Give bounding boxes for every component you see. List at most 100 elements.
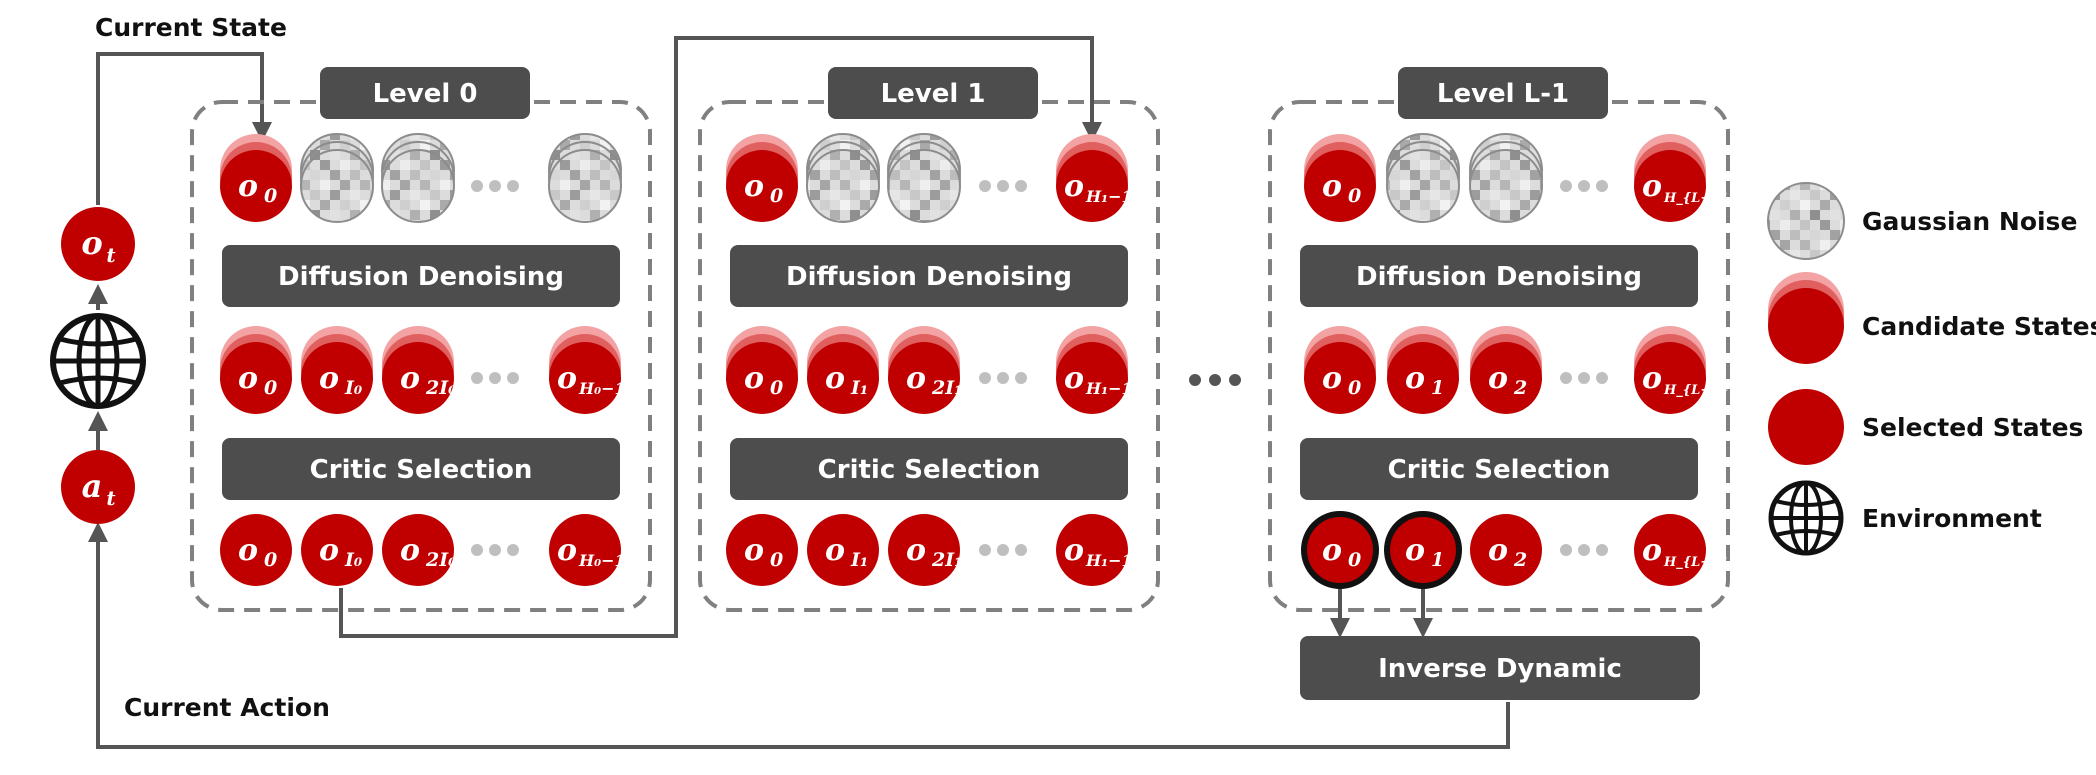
state-symbol: o [557,361,577,396]
state-circle [1056,150,1128,222]
state-subscript: 2I₀ [425,377,457,399]
ellipsis-dot [1015,544,1027,556]
level-title-box [320,67,530,119]
flow-lines [88,36,1510,749]
level-title: Level 1 [828,67,1038,119]
gaussian-noise-icon [381,133,455,223]
state-subscript: 1 [1431,377,1444,399]
ellipsis-dot [1560,180,1572,192]
critic-selection-bar-box [222,438,620,500]
state-subscript: 0 [1348,549,1361,571]
state-subscript: I₀ [344,549,363,571]
ellipsis-dot [489,180,501,192]
ellipsis-dot [1015,372,1027,384]
gaussian-noise-icon [806,133,880,223]
row-ellipsis [979,180,1027,192]
state-circle [1056,342,1128,414]
ellipsis-dot [471,180,483,192]
globe-icon [1768,480,1844,556]
state-circle [220,342,292,414]
noise-layer [1469,149,1543,223]
row-ellipsis [979,372,1027,384]
selected-states-icon [1768,389,1844,465]
action-symbol: a [82,467,103,505]
state-symbol: o [1405,533,1425,568]
state-circle [549,342,621,414]
state-circle [1384,511,1462,589]
legend-item: Environment [1768,480,2042,556]
ellipsis-dot [489,544,501,556]
state-circle [1634,514,1706,586]
state-symbol: o [1405,361,1425,396]
row-ellipsis [471,372,519,384]
noise-layer [1386,149,1460,223]
level-title-label: Level 0 [373,79,478,109]
state-symbol: o [1322,169,1342,204]
state-subscript: H₁−1 [1085,379,1133,398]
levels-ellipsis [1189,374,1241,386]
observation-node: o t [61,207,135,281]
legend-label: Gaussian Noise [1862,207,2077,236]
state-circle [1056,514,1128,586]
level-title: Level L-1 [1398,67,1608,119]
state-circle [301,514,373,586]
gaussian-noise-icon [887,133,961,223]
candidate-layer-front [1768,288,1844,364]
observation-symbol: o [81,224,102,262]
ellipsis-dot [507,372,519,384]
ellipsis-dot [979,372,991,384]
state-subscript: H₀−1 [578,379,626,398]
legend-label: Selected States [1862,413,2083,442]
ellipsis-dot [1560,372,1572,384]
critic-selection-bar: Critic Selection [222,438,620,500]
row-ellipsis [1560,372,1608,384]
state-symbol: o [906,361,926,396]
legend-item: Gaussian Noise [1767,182,2077,260]
state-symbol: o [238,533,258,568]
state-subscript: H₁−1 [1085,551,1133,570]
state-circle [549,514,621,586]
ellipsis-dot [1578,180,1590,192]
state-circle [1470,342,1542,414]
state-circle [1304,342,1376,414]
state-symbol: o [319,361,339,396]
state-circle [1301,511,1379,589]
noise-layer [887,149,961,223]
ellipsis-dot [1578,372,1590,384]
critic-selection-bar-box [730,438,1128,500]
critic-selection-bar-label: Critic Selection [818,455,1041,485]
state-symbol: o [906,533,926,568]
ellipsis-dot [1560,544,1572,556]
diffusion-denoising-bar-box [222,245,620,307]
diffusion-denoising-bar-box [1300,245,1698,307]
row-ellipsis [1560,544,1608,556]
state-circle [1634,150,1706,222]
state-circle [382,514,454,586]
legend-item: Selected States [1768,389,2083,465]
ellipsis-dot [1596,180,1608,192]
noise-layer [381,149,455,223]
state-circle [220,514,292,586]
state-circle [1634,342,1706,414]
state-subscript: 0 [770,185,783,207]
state-subscript: H_{L−1}−1 [1663,555,1749,570]
state-subscript: H₁−1 [1085,187,1133,206]
state-symbol: o [1642,533,1662,568]
ellipsis-dot [489,372,501,384]
row-ellipsis [979,544,1027,556]
state-circle [726,150,798,222]
critic-selection-bar-box [1300,438,1698,500]
state-circle [726,342,798,414]
legend-label: Environment [1862,504,2042,533]
